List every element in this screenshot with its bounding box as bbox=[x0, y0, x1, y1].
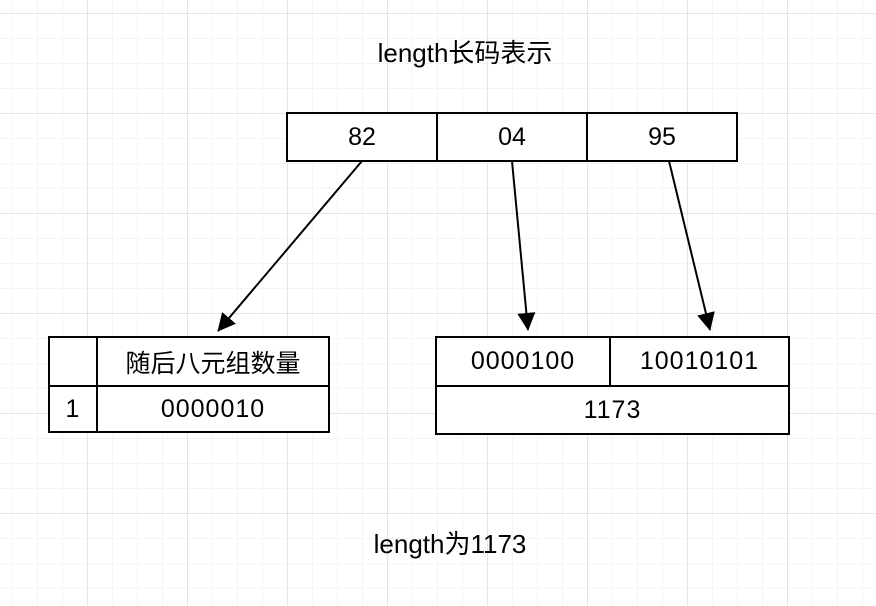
length-value-table[interactable]: 0000100 10010101 1173 bbox=[435, 336, 790, 435]
arrow-82-to-first-octet-table[interactable] bbox=[217, 160, 363, 332]
length-high-bits-cell[interactable]: 0000100 bbox=[437, 338, 609, 385]
arrow-04-to-high-bits-cell[interactable] bbox=[511, 160, 536, 331]
first-octet-count-bits-cell[interactable]: 0000010 bbox=[98, 387, 328, 431]
length-decimal-value-cell[interactable]: 1173 bbox=[437, 387, 788, 433]
byte-cell-04[interactable]: 04 bbox=[436, 114, 586, 160]
byte-sequence-box[interactable]: 82 04 95 bbox=[286, 112, 738, 162]
first-octet-table[interactable]: 随后八元组数量 1 0000010 bbox=[48, 336, 330, 433]
byte-cell-95[interactable]: 95 bbox=[586, 114, 736, 160]
arrow-95-to-low-bits-cell[interactable] bbox=[668, 160, 715, 331]
diagram-title[interactable]: length长码表示 bbox=[377, 38, 553, 68]
first-octet-header-cell[interactable]: 随后八元组数量 bbox=[98, 338, 328, 385]
byte-cell-82[interactable]: 82 bbox=[348, 122, 376, 151]
first-octet-corner-cell[interactable] bbox=[50, 338, 96, 385]
first-octet-flag-bit-cell[interactable]: 1 bbox=[50, 387, 96, 431]
diagram-caption[interactable]: length为1173 bbox=[373, 529, 527, 559]
length-low-bits-cell[interactable]: 10010101 bbox=[611, 338, 788, 385]
